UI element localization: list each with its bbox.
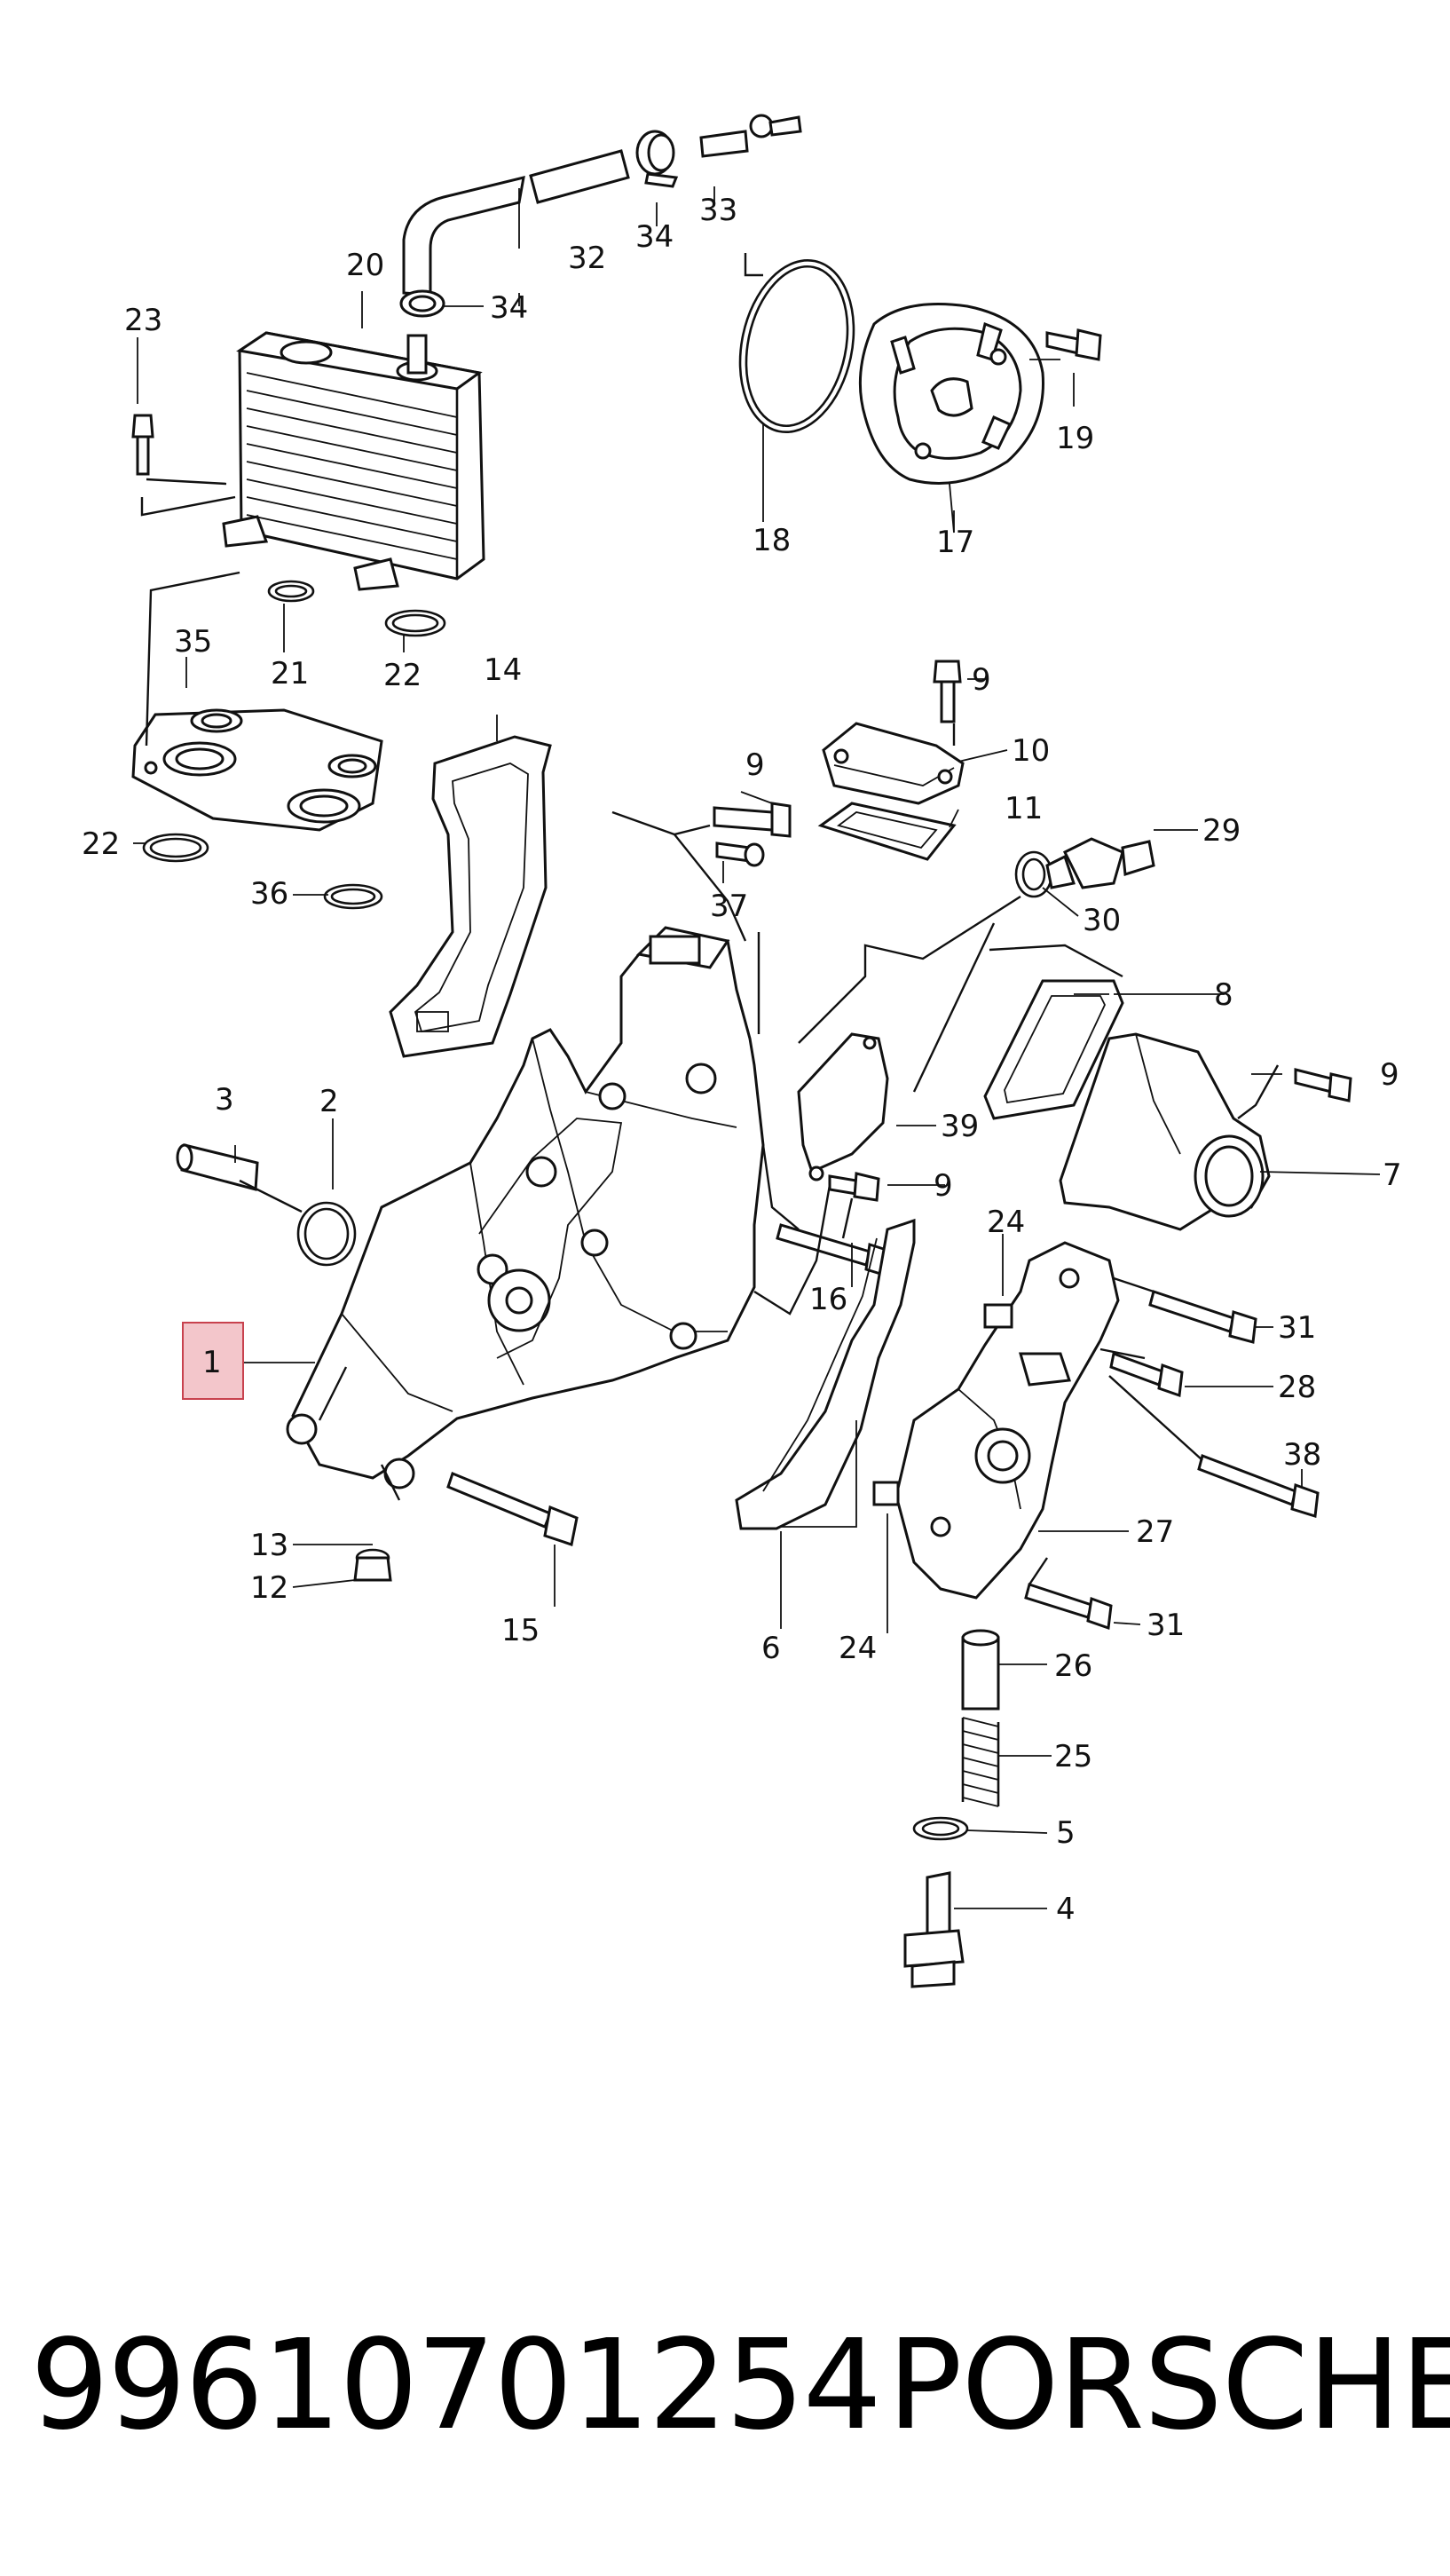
callout-9b: 9	[745, 747, 765, 783]
temperature-sensor-part	[1045, 837, 1155, 889]
hose-clamp-part	[399, 130, 679, 318]
callout-28: 28	[1278, 1370, 1316, 1405]
part-number: 99610701254	[30, 2313, 882, 2458]
spring-part	[961, 1717, 1000, 1807]
coolant-outlet-housing-part	[1059, 1032, 1271, 1231]
highlight-box	[182, 1322, 244, 1400]
callout-20: 20	[346, 248, 384, 283]
callout-10: 10	[1012, 733, 1050, 769]
callout-18: 18	[753, 523, 791, 558]
callout-12: 12	[250, 1570, 288, 1606]
callout-27: 27	[1136, 1514, 1174, 1550]
large-o-ring-part	[738, 258, 855, 434]
callout-33: 33	[699, 193, 737, 228]
sleeves-part	[872, 1303, 1013, 1711]
callout-9c: 9	[1380, 1057, 1399, 1093]
sensor-housing-part	[822, 722, 965, 805]
callout-15: 15	[501, 1613, 540, 1648]
callout-32: 32	[568, 241, 606, 276]
callout-31b: 31	[1147, 1608, 1185, 1643]
callout-11: 11	[1005, 791, 1043, 826]
coolant-hose-part	[402, 114, 802, 296]
bracket-part	[797, 1032, 889, 1181]
callout-17: 17	[936, 525, 974, 560]
engine-case-part	[286, 926, 765, 1489]
callout-24b: 24	[839, 1631, 877, 1666]
callout-13: 13	[250, 1528, 288, 1563]
callout-39: 39	[941, 1109, 979, 1144]
callout-22b: 22	[82, 826, 120, 862]
assembly-lines	[140, 253, 1280, 1585]
callout-1: 1	[202, 1345, 222, 1380]
pump-cover-part	[858, 303, 1044, 485]
callout-22a: 22	[383, 658, 422, 693]
callout-19: 19	[1056, 421, 1094, 456]
callout-38: 38	[1283, 1437, 1321, 1473]
callout-35: 35	[174, 624, 212, 660]
callout-34a: 34	[635, 219, 674, 255]
sensor-gasket-part	[817, 802, 957, 861]
callout-26: 26	[1054, 1648, 1092, 1684]
outlet-gasket-part	[983, 979, 1124, 1120]
water-pump-gasket-part	[735, 1218, 916, 1530]
callout-23: 23	[124, 303, 162, 338]
callout-9d: 9	[934, 1168, 953, 1204]
callout-31a: 31	[1278, 1310, 1316, 1346]
callout-24a: 24	[987, 1205, 1025, 1240]
callout-8: 8	[1214, 977, 1233, 1013]
callout-16: 16	[809, 1282, 847, 1317]
callout-25: 25	[1054, 1739, 1092, 1774]
callout-7: 7	[1383, 1158, 1402, 1193]
callout-36: 36	[250, 876, 288, 912]
callout-30: 30	[1083, 903, 1121, 938]
callout-21: 21	[271, 656, 309, 691]
callout-3: 3	[215, 1082, 234, 1118]
callout-labels: 1 2 3 4 5 6 7 8 9 9 9 9 10 11 12 13 14 1…	[82, 193, 1402, 1927]
callout-leaders	[133, 186, 1381, 1909]
callout-37: 37	[710, 889, 748, 924]
callout-5: 5	[1056, 1815, 1076, 1851]
water-pump-housing-part	[894, 1241, 1120, 1600]
callout-2: 2	[319, 1084, 339, 1119]
callout-14: 14	[484, 652, 522, 688]
callout-34b: 34	[490, 290, 528, 326]
thermostat-valve-part	[903, 1871, 965, 1988]
cooler-mounting-plate-part	[131, 708, 383, 832]
brand-name: PORSCHE	[887, 2313, 1450, 2458]
callout-9a: 9	[972, 662, 991, 698]
oil-cooler-part	[222, 331, 485, 591]
timing-cover-gasket-part	[389, 735, 552, 1058]
callout-4: 4	[1056, 1892, 1076, 1927]
bolts	[131, 328, 1352, 1631]
callout-6: 6	[761, 1631, 781, 1666]
callout-29: 29	[1202, 813, 1241, 849]
